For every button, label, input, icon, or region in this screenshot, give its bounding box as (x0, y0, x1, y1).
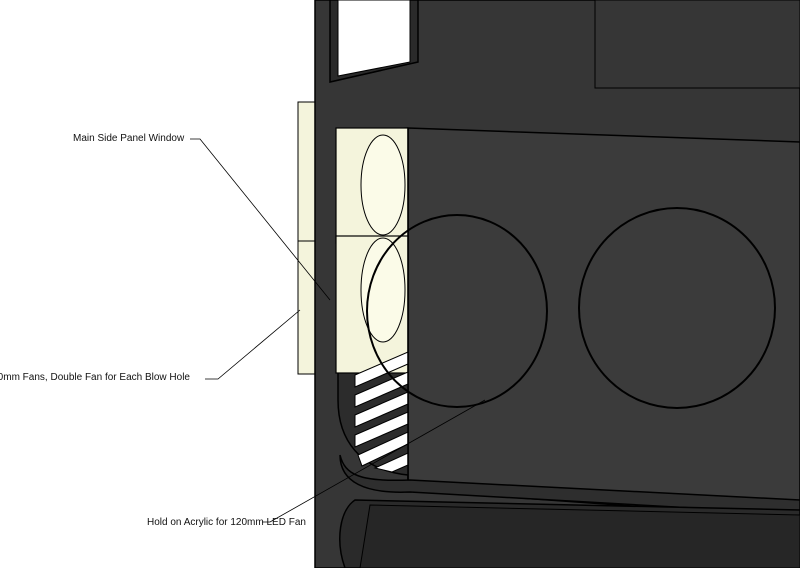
top-opening (329, 0, 800, 89)
annotation-fans: 80mm Fans, Double Fan for Each Blow Hole (0, 372, 190, 383)
bottom-rail (339, 454, 800, 568)
annotation-main-window: Main Side Panel Window (73, 133, 185, 144)
main-side-panel-window (407, 127, 800, 519)
annotation-acrylic: Hold on Acrylic for 120mm LED Fan (147, 517, 306, 528)
leader-lines (190, 138, 486, 523)
vent-slats (354, 351, 409, 473)
fan-upper (335, 127, 409, 244)
fan-lower (335, 235, 409, 374)
fan-hole-left (366, 214, 548, 408)
fan-hole-right (578, 207, 776, 409)
